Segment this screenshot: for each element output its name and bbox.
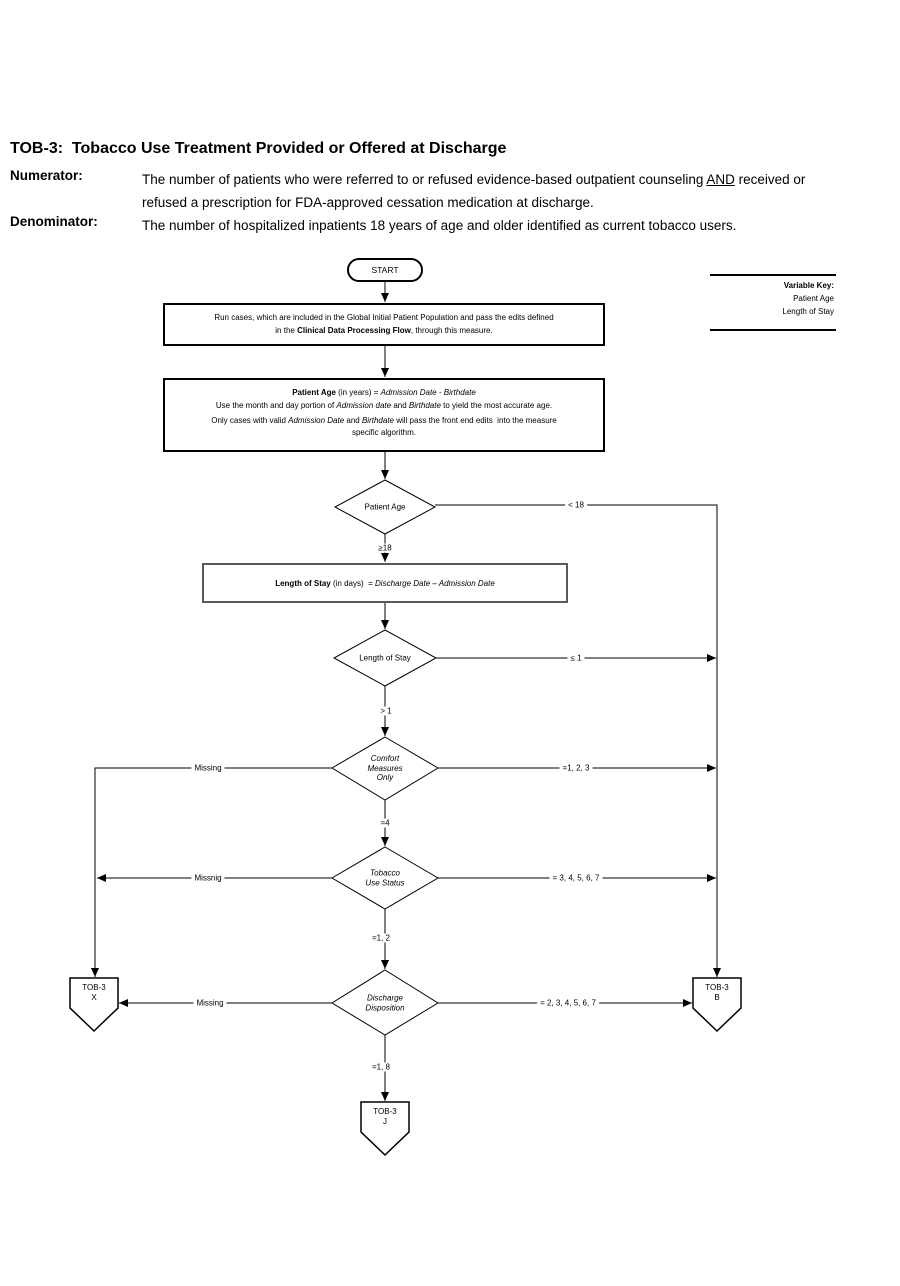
branch-label-missnig-tobacco: Missnig <box>191 873 225 883</box>
numerator-label: Numerator: <box>10 168 83 183</box>
box2-l3d: Birthdate <box>361 416 394 425</box>
diamond-length-of-stay-label: Length of Stay <box>359 653 411 663</box>
box2-line3: Only cases with valid Admission Date and… <box>165 415 603 439</box>
losbox-text: Length of Stay (in days) = Discharge Dat… <box>275 579 495 588</box>
box2-l2c: and <box>391 401 409 410</box>
box2-l3c: and <box>344 416 362 425</box>
numerator-line2: refused a prescription for FDA-approved … <box>142 195 594 210</box>
process-box-patient-age: Patient Age (in years) = Admission Date … <box>163 378 605 452</box>
tob3-x-line2: X <box>91 993 97 1002</box>
box1-line1: Run cases, which are included in the Glo… <box>214 313 554 322</box>
box2-l1a: Patient Age <box>292 388 336 397</box>
box2-l3a: Only cases with valid <box>211 416 289 425</box>
branch-label-missing-discharge: Missing <box>193 998 227 1008</box>
tob3-j-line2: J <box>382 1117 387 1126</box>
box1-line2-pre: in the <box>275 326 298 335</box>
branch-label-eq234567: = 2, 3, 4, 5, 6, 7 <box>537 998 599 1008</box>
losbox-a: Length of Stay <box>275 578 331 588</box>
variable-key-box: Variable Key: Patient Age Length of Stay <box>710 274 836 331</box>
box1-line2-post: , through this measure. <box>410 326 493 335</box>
variable-key-item: Length of Stay <box>782 307 834 316</box>
diamond-discharge-disposition-shape <box>331 969 439 1036</box>
connector-tob3-x-shape <box>69 977 119 1033</box>
branch-label-lt18: < 18 <box>565 500 587 510</box>
variable-key-title: Variable Key: <box>783 281 834 290</box>
branch-label-le1: ≤ 1 <box>567 653 585 663</box>
start-node: START <box>347 258 423 282</box>
numerator-line1-post: received or <box>734 172 806 187</box>
comfort-line2: Measures <box>367 763 403 773</box>
box2-l1c: Admission Date - Birthdate <box>380 388 476 397</box>
denominator-label: Denominator: <box>10 214 98 229</box>
branch-label-eq12: =1, 2 <box>368 933 394 943</box>
discharge-line2: Disposition <box>365 1003 405 1012</box>
line-missing-left-trunk <box>91 767 335 977</box>
branch-label-ge18: ≥18 <box>375 543 395 553</box>
branch-label-gt1: > 1 <box>377 706 395 716</box>
page-title: TOB-3: Tobacco Use Treatment Provided or… <box>10 140 507 157</box>
box2-l1b: (in years) = <box>335 388 381 397</box>
diamond-discharge-disposition-label: Discharge Disposition <box>365 994 404 1013</box>
connector-tob3-b-shape <box>692 977 742 1033</box>
variable-key-item: Patient Age <box>793 294 834 303</box>
diamond-patient-age-shape <box>333 479 437 535</box>
comfort-line1: Comfort <box>370 753 400 763</box>
diamond-tobacco-use-status-label: Tobacco Use Status <box>365 869 404 888</box>
discharge-line1: Discharge <box>366 993 404 1003</box>
tob3-x-line1: TOB-3 <box>82 983 106 992</box>
losbox-b: (in days) = <box>330 578 376 588</box>
line-lt18-right-trunk <box>435 504 721 977</box>
tob3-j-line1: TOB-3 <box>373 1107 397 1116</box>
box2-line2: Use the month and day portion of Admissi… <box>165 399 603 412</box>
tob3-b-line1: TOB-3 <box>705 983 729 992</box>
branch-label-eq34567: = 3, 4, 5, 6, 7 <box>549 873 603 883</box>
connector-tob3-x-label: TOB-3 X <box>82 983 105 1003</box>
box1-line2-bold: Clinical Data Processing Flow <box>297 326 411 335</box>
box2-l2d: Birthdate <box>408 401 441 410</box>
numerator-and-underlined: AND <box>706 172 735 187</box>
branch-label-missing-comfort: Missing <box>191 763 225 773</box>
comfort-line3: Only <box>376 772 394 782</box>
box2-l3b: Admission Date <box>288 416 345 425</box>
box2-l2e: to yield the most accurate age. <box>440 401 553 410</box>
box2-l2b: Admission date <box>336 401 392 410</box>
tob3-b-line2: B <box>714 993 720 1002</box>
box2-line1: Patient Age (in years) = Admission Date … <box>165 386 603 399</box>
box2-l3e: will pass the front end edits into the m… <box>394 416 557 425</box>
branch-label-eq123: =1, 2, 3 <box>559 763 593 773</box>
numerator-line1-pre: The number of patients who were referred… <box>142 172 707 187</box>
denominator-text: The number of hospitalized inpatients 18… <box>142 218 737 233</box>
tobacco-line2: Use Status <box>365 878 405 887</box>
diamond-tobacco-use-status-shape <box>331 846 439 910</box>
losbox-c: Discharge Date – Admission Date <box>375 578 495 588</box>
box2-l2a: Use the month and day portion of <box>215 401 337 410</box>
tobacco-line1: Tobacco <box>370 868 400 878</box>
start-label: START <box>371 265 399 275</box>
connector-tob3-j-shape <box>360 1101 410 1157</box>
process-box-run-cases: Run cases, which are included in the Glo… <box>163 303 605 346</box>
diamond-length-of-stay-shape <box>332 629 438 687</box>
process-box-length-of-stay: Length of Stay (in days) = Discharge Dat… <box>202 563 568 603</box>
diamond-patient-age-label: Patient Age <box>364 502 406 512</box>
diamond-comfort-measures-label: Comfort Measures Only <box>367 754 402 783</box>
connector-tob3-b-label: TOB-3 B <box>705 983 728 1003</box>
connector-tob3-j-label: TOB-3 J <box>373 1107 396 1127</box>
box2-l4: specific algorithm. <box>351 428 417 437</box>
diamond-comfort-measures-shape <box>331 736 439 801</box>
branch-label-eq4: =4 <box>377 818 393 828</box>
numerator-text: The number of patients who were referred… <box>142 168 892 214</box>
branch-label-eq18: =1, 8 <box>368 1062 394 1072</box>
